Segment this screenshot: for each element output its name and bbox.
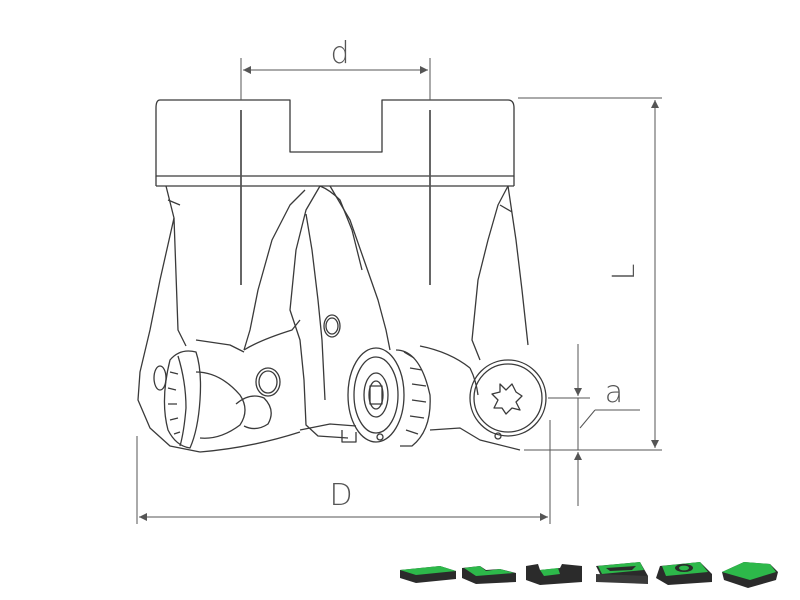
insert-shape-3-icon <box>526 564 582 585</box>
dimension-lines <box>136 58 662 524</box>
insert-shape-6-icon <box>722 562 778 588</box>
insert-shape-1-icon <box>400 566 456 583</box>
insert-left <box>153 350 272 449</box>
insert-shape-5-icon <box>656 562 712 585</box>
insert-shape-4-icon <box>596 562 648 584</box>
dimension-label-d: d <box>330 36 349 71</box>
insert-shape-2-icon <box>462 566 516 584</box>
insert-middle <box>341 347 431 447</box>
dimension-label-big-d: D <box>329 478 352 513</box>
centre-lines <box>240 110 431 285</box>
dimension-label-l: L <box>607 264 642 281</box>
insert-right <box>469 359 547 440</box>
dimension-label-a: a <box>605 375 623 410</box>
insert-thumbnails <box>400 562 778 588</box>
cutter-body <box>137 99 547 453</box>
